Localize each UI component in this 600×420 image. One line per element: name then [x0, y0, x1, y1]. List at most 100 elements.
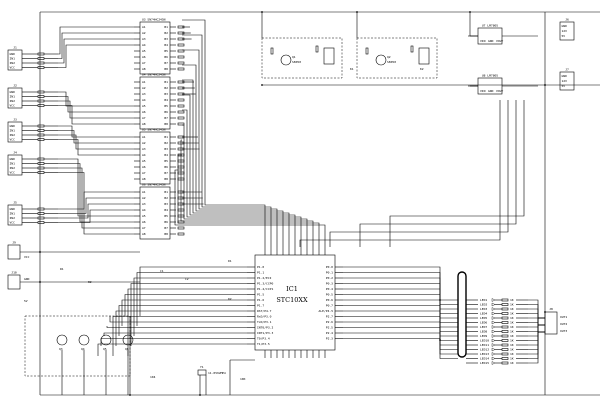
misc-label: 104 — [150, 375, 156, 379]
output-connector-pin: OUT1 — [560, 315, 567, 319]
buffer-pin-label: B7 — [164, 171, 168, 175]
mcu-top-bus-wire — [182, 79, 290, 247]
mcu-to-led-wire — [343, 321, 458, 346]
transistor-ref: Q6 — [125, 347, 129, 351]
misc-label: C2 — [185, 277, 189, 281]
power-net-label: VCC — [24, 255, 30, 259]
input-series-resistor — [37, 157, 45, 161]
buffer-pin-label: B6 — [164, 55, 168, 59]
mcu-top-bus-wire — [182, 34, 272, 247]
buffer-pullup-resistor — [177, 61, 185, 65]
led-resistor — [501, 352, 509, 356]
mcu-top-bus-wire — [174, 169, 326, 247]
led-symbol — [491, 320, 496, 325]
regulator-pin-label: VOUT — [496, 39, 503, 43]
input-connector-pin: VCC — [10, 221, 16, 225]
ic1-pin-right-label: ALE/P4.5 — [319, 309, 334, 313]
buffer-pin-label: A4 — [142, 153, 146, 157]
power-connector-body — [559, 71, 575, 91]
led-ref: LED15 — [480, 361, 489, 365]
misc-label: C1 — [160, 269, 164, 273]
ic1-part: STC10XX — [276, 296, 308, 304]
mcu-left-wire — [112, 316, 247, 356]
connector-to-buffer-wire — [58, 139, 134, 156]
led-symbol — [491, 311, 496, 316]
led-ref: LED6 — [480, 321, 487, 325]
ic1-pin-right-label: P0.3 — [326, 282, 333, 286]
transistor-ref: Q4 — [81, 347, 85, 351]
power-connector-ref: J6 — [565, 18, 569, 22]
buffer-pullup-resistor — [177, 208, 185, 212]
ic1-pin-left-label: P1.0 — [257, 265, 264, 269]
input-series-resistor — [37, 129, 45, 132]
ic1-pin-right-label: P0.2 — [326, 276, 333, 280]
input-connector-pin: VCC — [10, 171, 16, 175]
buffer-pin-label: A4 — [142, 43, 146, 47]
led-symbol — [491, 307, 496, 311]
misc-label: 10K — [240, 377, 246, 381]
buffer-pin-label: A7 — [142, 171, 146, 175]
buffer-pin-label: A3 — [142, 92, 146, 96]
relay-transistor-ref: Q1 — [292, 55, 296, 59]
led-resistor-value: 1K — [510, 321, 514, 325]
led-resistor-value: 1K — [510, 357, 514, 361]
input-series-resistor — [37, 207, 45, 211]
led-ref: LED3 — [480, 307, 487, 311]
relay-resistor — [315, 45, 319, 53]
ic1-pin-left-label: INT0/P3.2 — [257, 326, 273, 330]
buffer-pullup-resistor — [177, 153, 185, 157]
buffer-ic-body — [139, 21, 171, 75]
input-connector-pin: VCC — [10, 104, 16, 108]
ic1-pin-right-label: P2.3 — [326, 337, 333, 341]
junction-dot — [356, 11, 358, 13]
buffer-pin-label: A3 — [142, 202, 146, 206]
input-connector-pin: GND — [10, 157, 16, 161]
power-section-block — [24, 315, 131, 377]
regulator-body — [477, 27, 503, 45]
power-net-label: GND — [24, 277, 30, 281]
power-in-connector — [7, 244, 21, 260]
component-layer: IC1STC10XXP1.0P1.1P1.2/ECIP1.3/CCP0P1.4/… — [7, 11, 575, 396]
transistor-symbol — [122, 334, 134, 346]
buffer-pin-label: A8 — [142, 67, 146, 71]
ic1-pin-left-label: RxD/P3.0 — [257, 315, 272, 319]
input-connector-ref: J4 — [13, 151, 17, 155]
led-out-wire — [528, 317, 545, 341]
ic1-pin-right-label: P2.6 — [326, 320, 333, 324]
buffer-ic-body — [139, 76, 171, 130]
buffer-pullup-resistor — [177, 55, 185, 59]
input-series-resistor — [37, 133, 45, 137]
led-symbol — [491, 298, 496, 302]
led-symbol — [491, 325, 496, 329]
input-connector-body — [7, 87, 23, 109]
input-series-resistor — [37, 166, 45, 170]
led-resistor — [501, 339, 509, 342]
buffer-pin-label: A2 — [142, 31, 146, 35]
buffer-pin-label: B6 — [164, 110, 168, 114]
input-series-resistor — [37, 162, 45, 165]
ic1-pin-left-label: TxD/P3.1 — [257, 320, 272, 324]
led-symbol — [491, 316, 496, 320]
buffer-pin-label: A7 — [142, 116, 146, 120]
ic1-pin-right-label: P2.7 — [326, 315, 333, 319]
buffer-pullup-resistor — [177, 232, 185, 236]
input-connector-pin: IN1 — [10, 95, 16, 99]
led-resistor-value: 1K — [510, 343, 514, 347]
mcu-left-wire — [127, 288, 247, 356]
input-connector-pin: VCC — [10, 138, 16, 142]
led-ref: LED4 — [480, 312, 487, 316]
mcu-top-bus-wire — [182, 64, 284, 247]
buffer-ic-label: U6 SN74HC245N — [142, 183, 166, 187]
led-resistor-value: 1K — [510, 316, 514, 320]
connector-to-buffer-wire — [58, 209, 134, 223]
junction-dot — [39, 281, 41, 283]
mcu-upper-wire — [359, 100, 517, 247]
led-out-wire — [528, 331, 545, 337]
connector-to-buffer-wire — [58, 203, 134, 219]
buffer-pin-label: B2 — [164, 86, 168, 90]
buffer-pin-label: B8 — [164, 177, 168, 181]
buffer-pullup-resistor — [177, 37, 185, 41]
input-series-resistor — [37, 99, 45, 103]
ic1-pin-right-label: P2.5 — [326, 326, 333, 330]
